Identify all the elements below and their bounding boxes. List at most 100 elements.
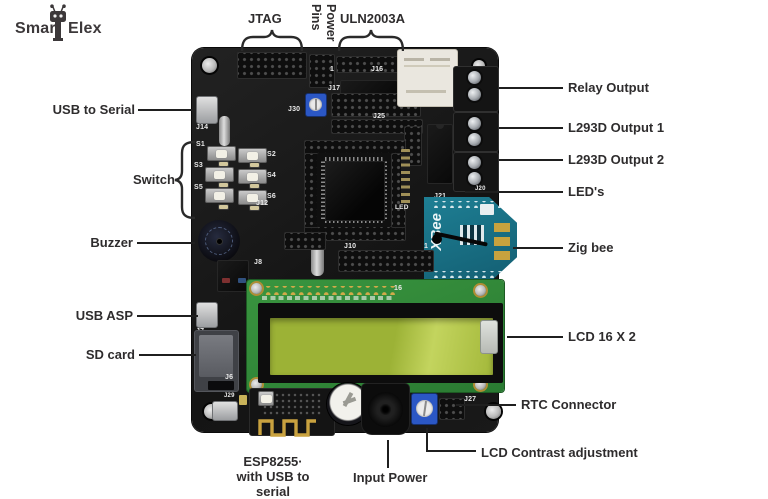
mcu-socket-left [304, 153, 319, 228]
callout-lcd-16x2: LCD 16 X 2 [568, 329, 636, 344]
power-pins-header [309, 54, 335, 88]
silkscreen-j6: J6 [225, 374, 234, 381]
rtc-connector-j27 [439, 398, 465, 420]
callout-line [499, 127, 563, 129]
qfp-pins [325, 157, 383, 161]
xbee-antenna-base [432, 234, 442, 244]
resistor [250, 163, 259, 167]
lcd-screen [270, 318, 493, 375]
robot-icon [50, 4, 66, 41]
mcu-socket-bottom [304, 226, 406, 241]
silkscreen-s3: S3 [194, 162, 203, 169]
callout-lcd-contrast: LCD Contrast adjustment [481, 445, 638, 460]
callout-zigbee: Zig bee [568, 240, 614, 255]
silkscreen-s4: S4 [267, 172, 276, 179]
terminal-screw [468, 71, 481, 84]
mcu-socket-top [304, 140, 406, 155]
resistor [219, 205, 228, 209]
silkscreen-j17: J17 [328, 85, 341, 92]
switch-s2 [238, 148, 267, 163]
switch-s5 [205, 188, 234, 203]
silkscreen-j8: J8 [254, 259, 263, 266]
terminal-screw [468, 172, 481, 185]
callout-l293d-output-1: L293D Output 1 [568, 120, 665, 135]
crystal [219, 116, 230, 146]
qfp-pins [325, 219, 383, 223]
lcd-hole [251, 379, 262, 390]
xbee-gold-pad [494, 251, 510, 260]
callout-switch: Switch [133, 172, 175, 187]
silkscreen-j16: J16 [371, 66, 384, 73]
callout-line [499, 159, 563, 161]
callout-line [139, 354, 196, 356]
callout-input-power: Input Power [353, 470, 428, 485]
qfp-pins [321, 161, 325, 219]
callout-leds: LED's [568, 184, 605, 199]
sd-card-slot [194, 330, 239, 392]
switch-s6 [238, 190, 267, 205]
usb-asp-connector [196, 302, 218, 328]
lcd-hole [251, 283, 262, 294]
resistor [250, 184, 259, 188]
crystal [311, 244, 324, 276]
switch-s1 [207, 146, 236, 161]
callout-line [507, 336, 563, 338]
qfp-pins [383, 161, 387, 219]
lcd-pin16-label: 16 [394, 285, 403, 292]
silkscreen-s5: S5 [194, 184, 203, 191]
uln2003a-brace [338, 29, 404, 52]
silkscreen-j10: J10 [344, 243, 357, 250]
terminal-screw [468, 156, 481, 169]
lcd-pin-labels [262, 296, 395, 300]
switch-brace [174, 141, 196, 219]
callout-line [499, 87, 563, 89]
silkscreen-j25: J25 [373, 113, 386, 120]
silkscreen-s1: S1 [196, 141, 205, 148]
silkscreen-j21: J21 [434, 193, 447, 200]
xbee-gold-pad [494, 223, 510, 232]
switch-s3 [205, 167, 234, 182]
soic-chip [217, 260, 249, 292]
silkscreen-s2: S2 [267, 151, 276, 158]
silkscreen-j12: J12 [256, 200, 269, 207]
callout-line [138, 109, 195, 111]
smd-led-red [222, 278, 230, 283]
lcd-module: 1 16 [247, 280, 504, 392]
header-j25 [331, 119, 423, 134]
callout-line [513, 247, 563, 249]
xbee-gold-pad [494, 237, 510, 246]
callout-usb-to-serial: USB to Serial [52, 102, 135, 117]
silkscreen-s6: S6 [267, 193, 276, 200]
smd-led-blue [238, 278, 246, 283]
callout-l293d-output-2: L293D Output 2 [568, 152, 665, 167]
silkscreen-j30: J30 [288, 106, 301, 113]
mounting-hole [486, 404, 501, 419]
brand-text-left: Smar [15, 20, 56, 37]
reset-button [258, 391, 274, 406]
buzzer-component [198, 220, 240, 262]
usb-serial-connector [196, 96, 218, 124]
silkscreen-pin1b: 1 [424, 243, 429, 250]
mcu-chip [325, 161, 385, 221]
terminal-screw [468, 88, 481, 101]
lcd-pin-row [262, 286, 395, 295]
silkscreen-j27: J27 [464, 396, 477, 403]
brand-text-right: Elex [68, 20, 102, 37]
callout-line [426, 428, 428, 452]
callout-line [137, 242, 195, 244]
jtag-brace [241, 29, 303, 52]
silkscreen-j29: J29 [224, 393, 235, 399]
callout-jtag: JTAG [248, 11, 282, 26]
callout-esp8255: ESP8255· with USB to serial [236, 454, 310, 499]
header-j8 [284, 232, 326, 250]
jtag-connector [237, 52, 307, 79]
callout-usb-asp: USB ASP [75, 308, 133, 323]
callout-line [137, 315, 198, 317]
callout-line [456, 404, 516, 406]
silkscreen-j14: J14 [196, 124, 209, 131]
lcd-side-component [480, 320, 498, 354]
callout-buzzer: Buzzer [90, 235, 133, 250]
lcd-contrast-trimmer [411, 393, 438, 425]
esp-usb-connector [212, 401, 238, 421]
